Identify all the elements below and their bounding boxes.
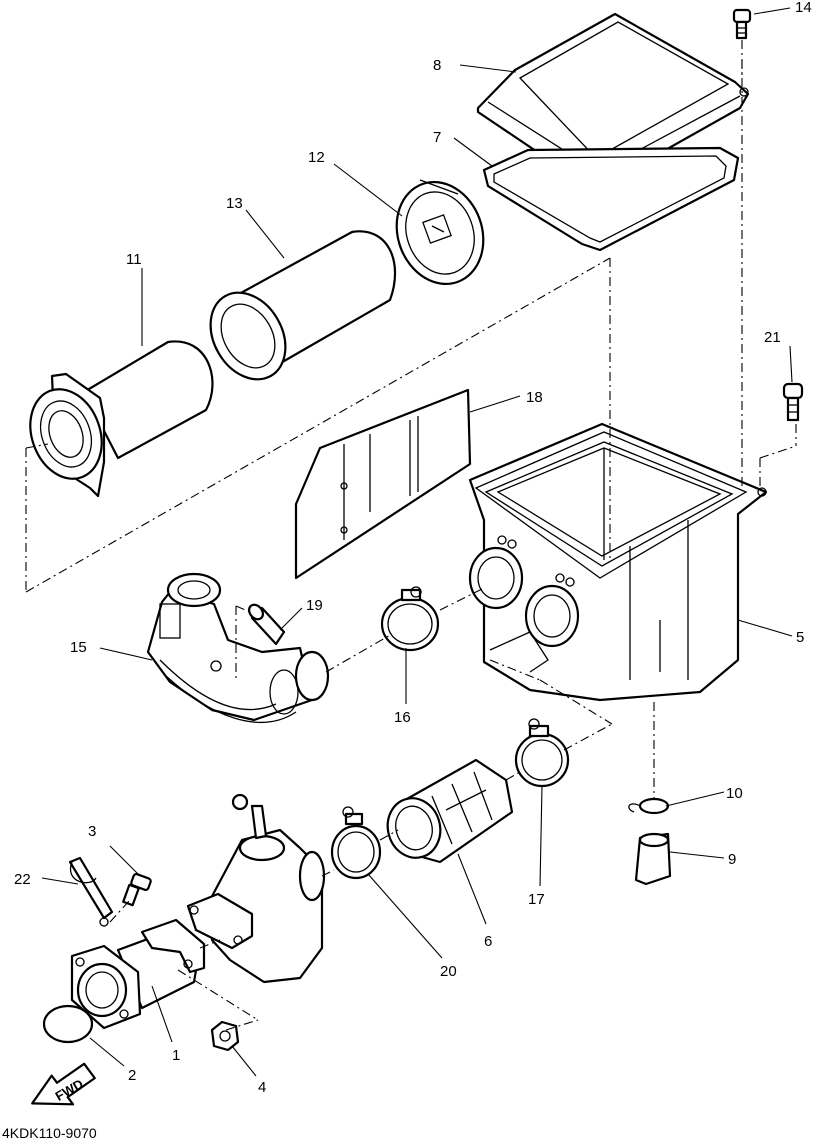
assembly-lines	[25, 40, 797, 1031]
part-19-breather-hose[interactable]	[246, 602, 286, 646]
callout-21: 21	[764, 329, 781, 346]
part-1-intake-manifold[interactable]	[70, 918, 206, 1030]
callout-12: 12	[308, 149, 325, 166]
callout-8: 8	[433, 57, 441, 74]
forward-arrow-icon: FWD	[31, 1062, 96, 1106]
part-9-drain-cap[interactable]	[634, 832, 672, 886]
carburetor-reference[interactable]	[186, 793, 326, 984]
callout-10: 10	[726, 785, 743, 802]
callout-18: 18	[526, 389, 543, 406]
part-14-screw[interactable]	[732, 8, 752, 40]
callout-22: 22	[14, 871, 31, 888]
part-4-nut[interactable]	[210, 1020, 240, 1052]
callout-3: 3	[88, 823, 96, 840]
callout-16: 16	[394, 709, 411, 726]
part-10-washer[interactable]	[628, 797, 670, 815]
callout-11: 11	[126, 251, 142, 268]
part-5-air-filter-case[interactable]	[468, 422, 768, 702]
part-16-hose-clamp[interactable]	[380, 586, 440, 652]
drawing-code: 4KDK110-9070	[2, 1125, 97, 1141]
callout-4: 4	[258, 1079, 266, 1096]
callout-5: 5	[796, 629, 804, 646]
callout-14: 14	[795, 0, 812, 16]
callout-17: 17	[528, 891, 545, 908]
part-11-filter-guide[interactable]	[18, 340, 214, 498]
part-18-rubber-plate[interactable]	[294, 388, 472, 580]
part-17-hose-clamp[interactable]	[514, 718, 570, 788]
part-15-intake-hose[interactable]	[146, 572, 330, 724]
leader-lines	[41, 7, 793, 1077]
part-21-bolt[interactable]	[782, 382, 804, 422]
part-8-air-box-cover[interactable]	[476, 12, 750, 190]
part-13-filter-element[interactable]	[196, 230, 397, 392]
part-2-o-ring[interactable]	[42, 1004, 94, 1044]
callout-7: 7	[433, 129, 441, 146]
callout-6: 6	[484, 933, 492, 950]
callout-2: 2	[128, 1067, 136, 1084]
callout-19: 19	[306, 597, 323, 614]
callout-1: 1	[172, 1047, 180, 1064]
callout-15: 15	[70, 639, 87, 656]
callout-13: 13	[226, 195, 243, 212]
part-7-cover-gasket[interactable]	[482, 146, 740, 252]
part-22-cable-holder[interactable]	[68, 856, 114, 927]
callout-20: 20	[440, 963, 457, 980]
part-3-bolt[interactable]	[122, 873, 152, 907]
callout-numbers: 8 7 14 12 13 11 21 18 5 19 15 16 10 9 3 …	[14, 0, 812, 1096]
callout-9: 9	[728, 851, 736, 868]
part-6-carburetor-joint[interactable]	[381, 758, 514, 864]
part-12-filter-cap[interactable]	[383, 170, 498, 296]
part-20-hose-clamp[interactable]	[330, 806, 382, 880]
